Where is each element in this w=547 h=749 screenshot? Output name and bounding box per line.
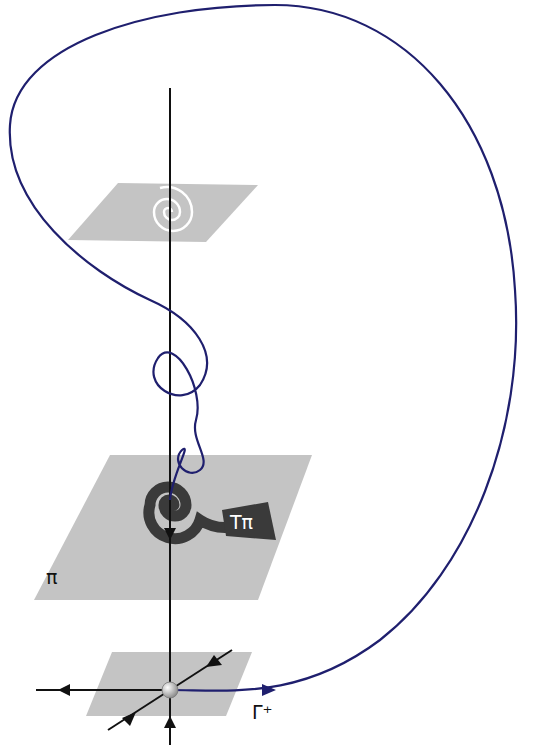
math-label: Tπ [230, 513, 253, 532]
axis [169, 88, 171, 745]
math-label: Γ⁺ [252, 703, 273, 722]
spiral-tail [222, 502, 276, 540]
upper-plane [68, 183, 258, 242]
arrowhead [122, 712, 136, 726]
arrowhead [58, 684, 70, 696]
arrowhead [262, 684, 276, 696]
saddle-point [162, 682, 178, 698]
arrowhead [164, 528, 176, 540]
section-plane [34, 455, 312, 600]
unstable-line [36, 689, 170, 691]
math-label: π [46, 568, 57, 587]
arrowhead [164, 716, 176, 728]
white-spiral [154, 187, 192, 231]
arrowhead [206, 655, 222, 667]
homoclinic-orbit [10, 5, 516, 691]
